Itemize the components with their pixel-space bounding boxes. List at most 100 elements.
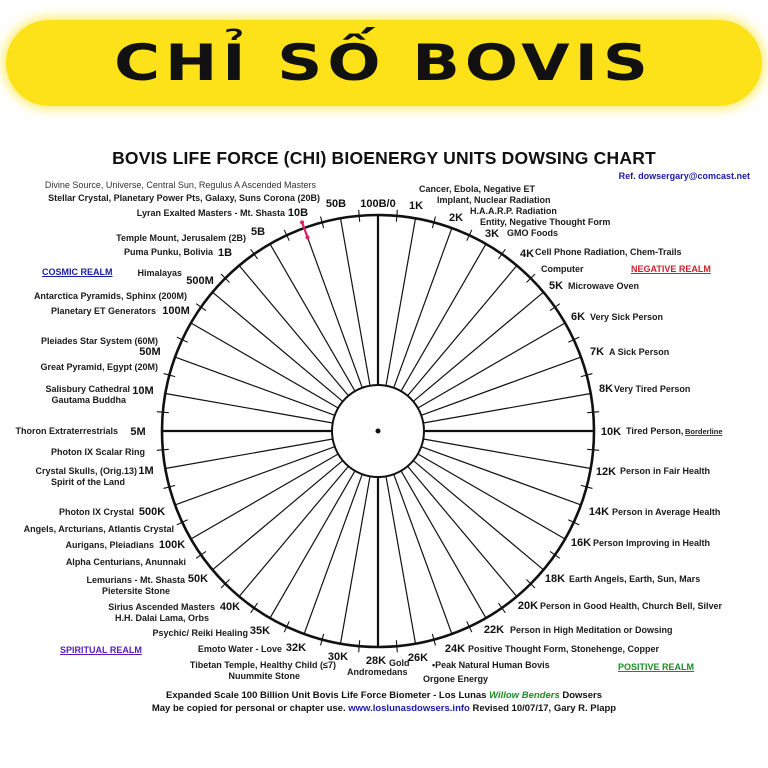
scale-value-label: 1B [218, 247, 232, 259]
radial-line [212, 460, 344, 571]
radial-line [190, 322, 339, 409]
annotation-label: Divine Source, Universe, Central Sun, Re… [45, 180, 317, 190]
annotation-label: Psychic/ Reiki Healing [152, 628, 248, 638]
annotation-label: Nuummite Stone [228, 671, 300, 681]
annotation-label: Borderline [685, 427, 723, 436]
scale-value-label: 20K [518, 600, 538, 612]
radial-line [269, 470, 356, 619]
annotation-label: Salisbury Cathedral [45, 384, 130, 394]
scale-value-label: 5K [549, 280, 563, 292]
spiritual-realm-label: SPIRITUAL REALM [60, 645, 142, 655]
annotation-label: •Peak Natural Human Bovis [432, 660, 550, 670]
annotation-label: Pleiades Star System (60M) [41, 336, 158, 346]
scale-value-label: 5B [251, 226, 265, 238]
chart-title: BOVIS LIFE FORCE (CHI) BIOENERGY UNITS D… [112, 148, 656, 168]
annotation-label: H.H. Dalai Lama, Orbs [115, 613, 209, 623]
annotation-label: Thoron Extraterrestrials [15, 426, 118, 436]
radial-line [407, 265, 518, 397]
radial-line [417, 322, 566, 409]
scale-value-label: 12K [596, 466, 616, 478]
annotation-label: Person Improving in Health [593, 538, 710, 548]
annotation-label: Spirit of the Land [51, 477, 125, 487]
scale-value-label: 4K [520, 248, 534, 260]
outer-ring [160, 213, 596, 649]
annotation-label: Aurigans, Pleiadians [65, 540, 154, 550]
scale-value-label: 50B [326, 198, 346, 210]
annotation-label: Entity, Negative Thought Form [480, 217, 610, 227]
annotation-label: Very Tired Person [614, 384, 690, 394]
annotation-label: Microwave Oven [568, 281, 639, 291]
annotation-label: Alpha Centurians, Anunnaki [66, 557, 186, 567]
scale-value-label: 6K [571, 311, 585, 323]
title-banner: CHỈ SỐ BOVIS [6, 20, 762, 106]
radial-line [339, 476, 371, 644]
scale-value-label: 3K [485, 228, 499, 240]
scale-value-label: 26K [408, 652, 428, 664]
annotation-label: Earth Angels, Earth, Sun, Mars [569, 574, 700, 584]
pointer-marker-end [300, 220, 305, 225]
footer-scale-text: Expanded Scale 100 Billion Unit Bovis Li… [166, 690, 490, 701]
annotation-label: Computer [541, 264, 584, 274]
negative-realm-label: NEGATIVE REALM [631, 264, 711, 274]
footer-copy-note: May be copied for personal or chapter us… [151, 703, 349, 714]
radial-line [165, 392, 333, 424]
footer-website-link[interactable]: www.loslunasdowsers.info [348, 703, 470, 714]
scale-value-label: 24K [445, 643, 465, 655]
footer-line-2: May be copied for personal or chapter us… [0, 703, 768, 714]
radial-line [174, 446, 335, 506]
annotation-label: Tired Person, [626, 426, 683, 436]
radial-line [393, 474, 453, 635]
annotation-label: Implant, Nuclear Radiation [437, 195, 551, 205]
annotation-label: Sirius Ascended Masters [108, 602, 215, 612]
annotation-label: Cancer, Ebola, Negative ET [419, 184, 536, 194]
radial-line [303, 227, 363, 388]
radial-line [238, 265, 349, 397]
annotation-label: Photon IX Crystal [59, 507, 134, 517]
center-dot [375, 428, 381, 434]
annotation-label: Tibetan Temple, Healthy Child (≤7) [190, 660, 336, 670]
radial-line [385, 218, 417, 386]
scale-value-label: 16K [571, 537, 591, 549]
annotation-label: Lyran Exalted Masters - Mt. Shasta [137, 208, 286, 218]
radial-line [417, 453, 566, 540]
annotation-label: Temple Mount, Jerusalem (2B) [116, 233, 246, 243]
annotation-label: H.A.A.R.P. Radiation [470, 206, 557, 216]
radial-line [238, 465, 349, 597]
annotation-label: A Sick Person [609, 347, 669, 357]
scale-value-label: 7K [590, 346, 604, 358]
annotation-label: Crystal Skulls, (Orig.13) [35, 466, 137, 476]
scale-value-label: 30K [328, 651, 348, 663]
annotation-label: Stellar Crystal, Planetary Power Pts, Ga… [48, 193, 320, 203]
radial-line [423, 438, 591, 470]
scale-value-label: 10K [601, 426, 621, 438]
footer-revision: Revised 10/07/17, Gary R. Plapp [469, 703, 617, 714]
pointer-marker [301, 222, 309, 238]
scale-value-label: 22K [484, 624, 504, 636]
annotation-label: Antarctica Pyramids, Sphinx (200M) [34, 291, 187, 301]
radial-line [421, 446, 582, 506]
annotation-label: Person in Fair Health [620, 466, 710, 476]
radial-line [400, 243, 487, 392]
annotation-label: Pietersite Stone [102, 586, 170, 596]
scale-value-label: 100M [162, 305, 190, 317]
radial-line [212, 291, 344, 402]
footer-group-name: Willow Benders [489, 690, 560, 701]
annotation-label: Orgone Energy [423, 674, 488, 684]
banner-title: CHỈ SỐ BOVIS [114, 34, 654, 92]
scale-value-label: 10B [288, 207, 308, 219]
scale-value-label: 32K [286, 642, 306, 654]
pointer-marker-end [305, 235, 310, 240]
radial-line [190, 453, 339, 540]
annotation-label: Positive Thought Form, Stonehenge, Coppe… [468, 644, 660, 654]
annotation-label: Gautama Buddha [51, 395, 127, 405]
scale-value-label: 40K [220, 601, 240, 613]
scale-value-label: 1K [409, 200, 423, 212]
reference-email: Ref. dowsergary@comcast.net [618, 171, 750, 181]
annotation-label: Himalayas [137, 268, 182, 278]
radial-line [407, 465, 518, 597]
annotation-label: GMO Foods [507, 228, 558, 238]
annotation-label: Photon IX Scalar Ring [51, 447, 145, 457]
footer-line-1: Expanded Scale 100 Billion Unit Bovis Li… [0, 690, 768, 701]
annotation-label: Very Sick Person [590, 312, 663, 322]
